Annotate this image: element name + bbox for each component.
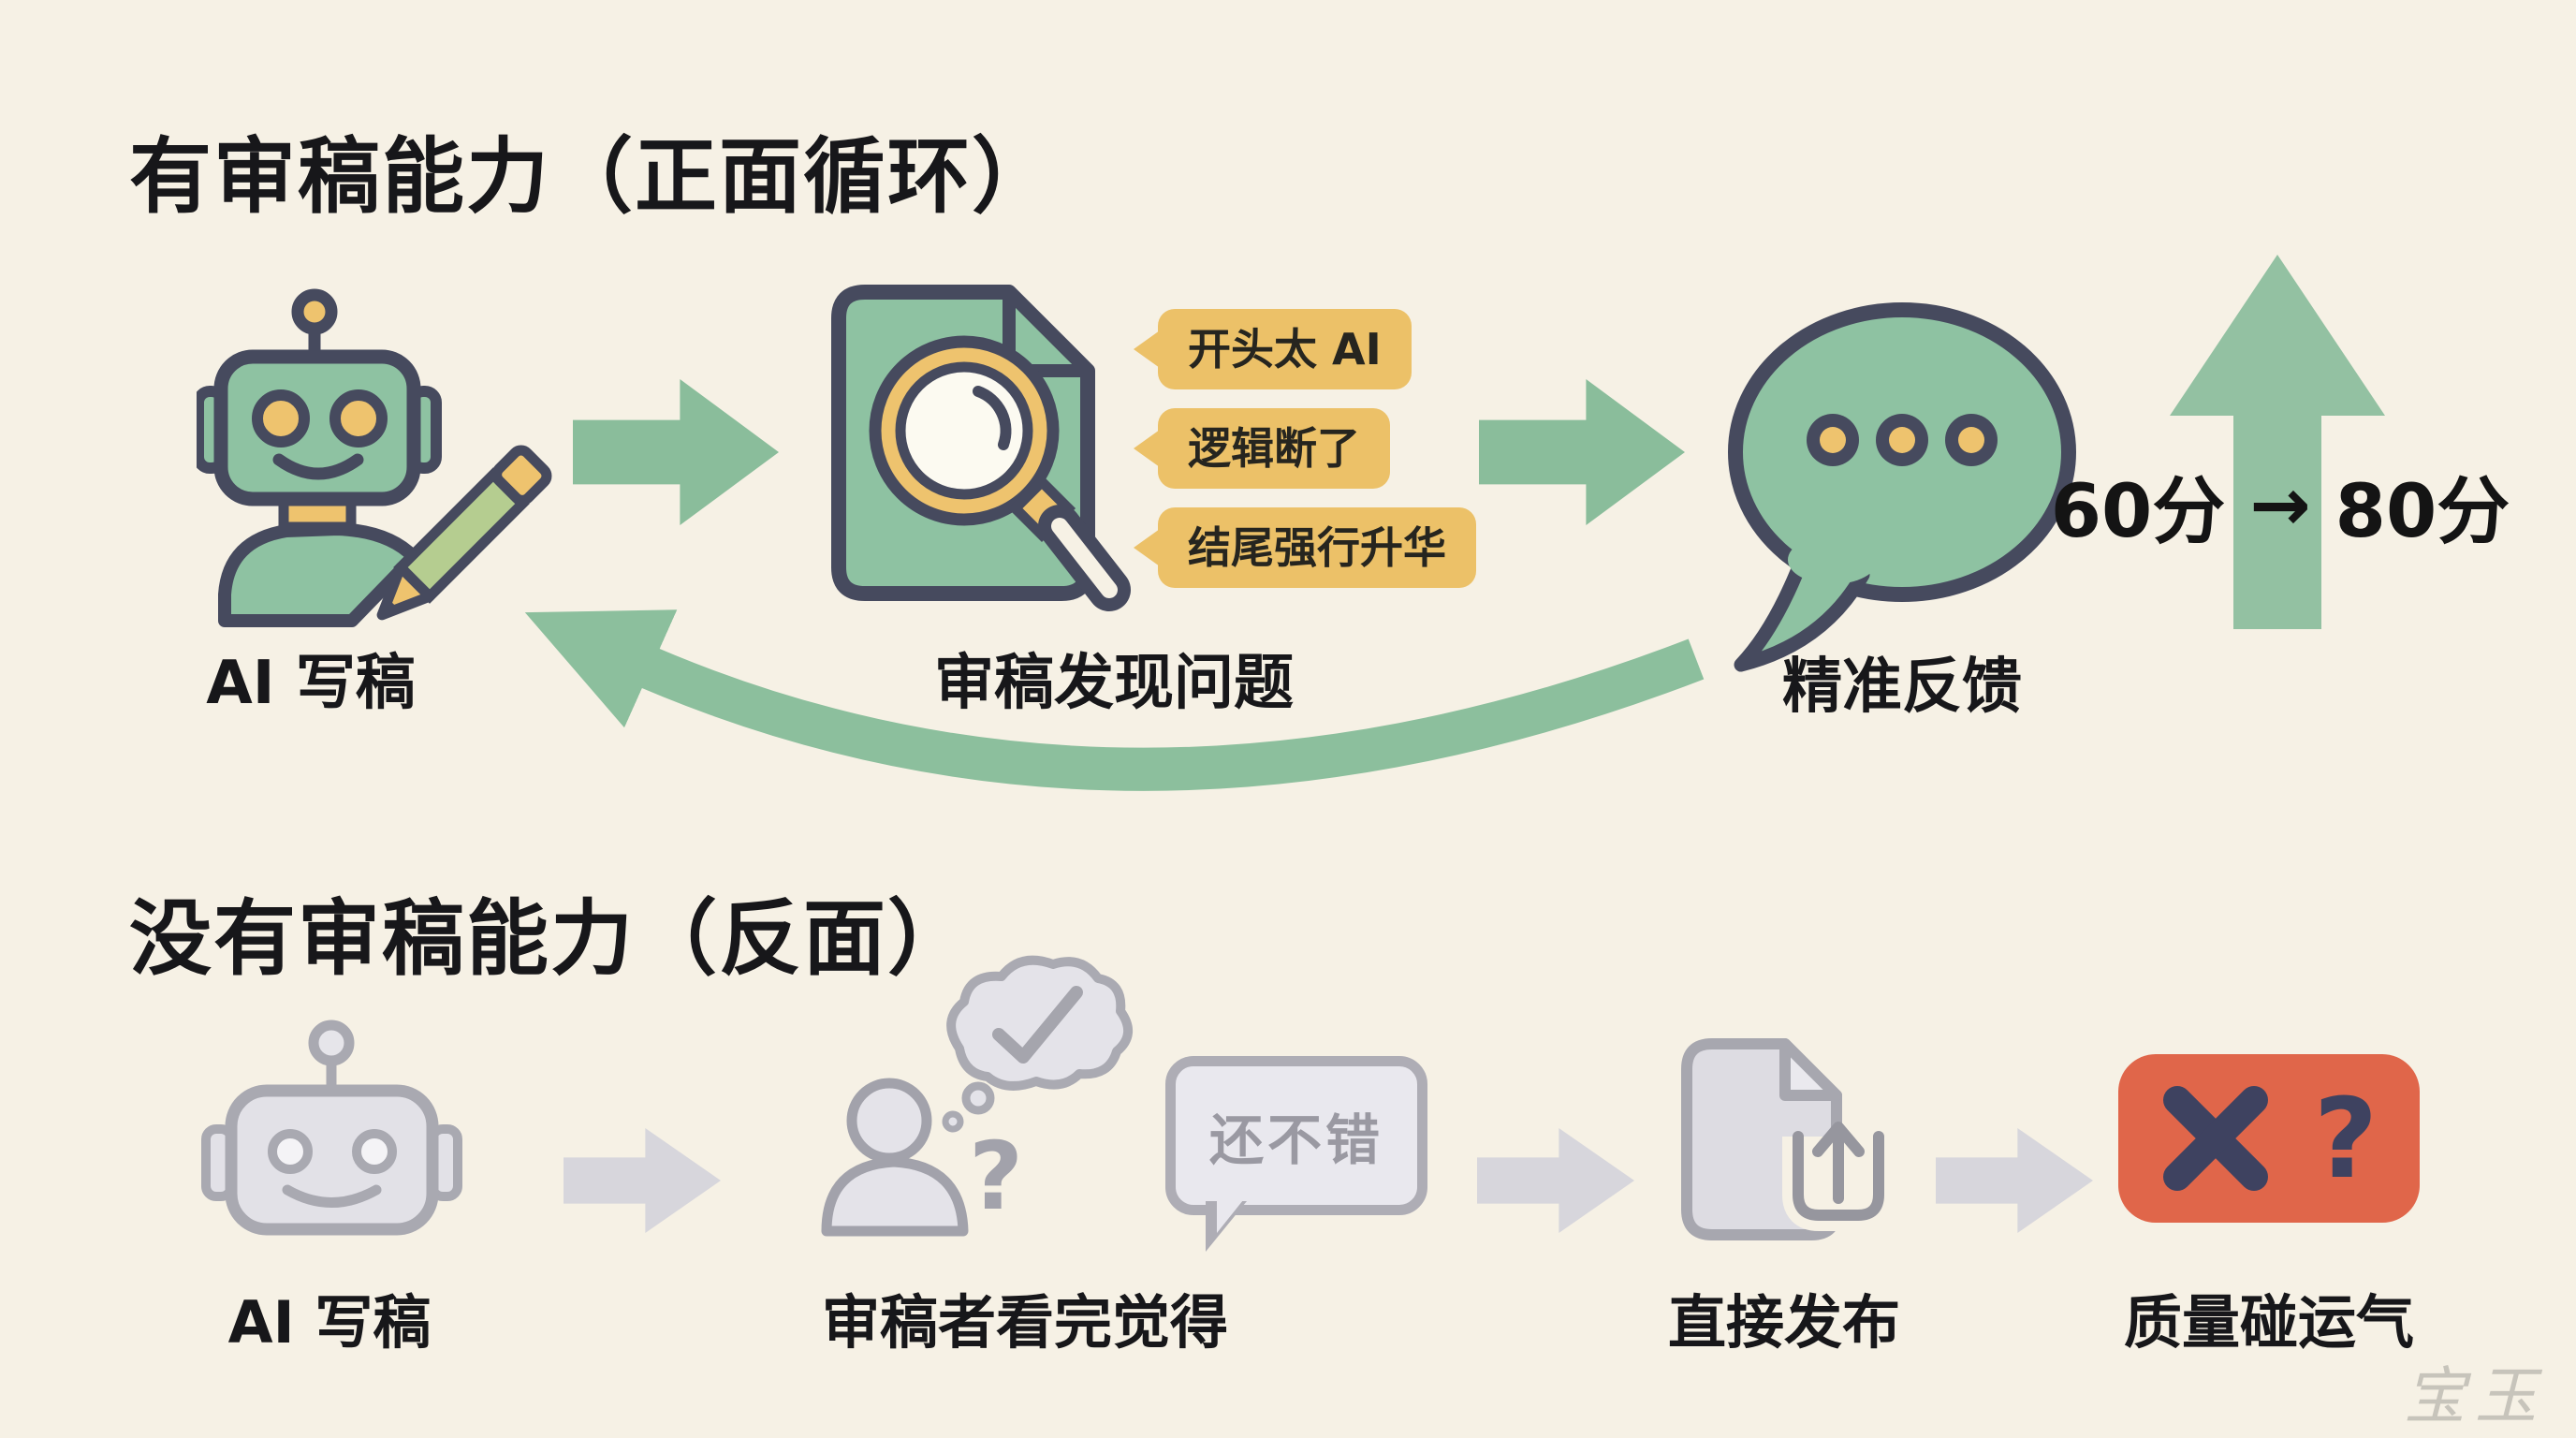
top-feedback-label: 精准反馈 bbox=[1782, 653, 2022, 722]
pencil-icon bbox=[376, 445, 552, 621]
top-review-label: 审稿发现问题 bbox=[934, 649, 1294, 718]
casual-remark-text: 还不错 bbox=[1208, 1108, 1383, 1172]
arrow-right-icon bbox=[1936, 1128, 2093, 1233]
watermark-signature: 宝玉 bbox=[2404, 1360, 2546, 1432]
casual-remark-bubble: 还不错 bbox=[1165, 1056, 1427, 1252]
review-document-icon bbox=[831, 285, 1131, 611]
top-write-label: AI 写稿 bbox=[206, 649, 416, 718]
score-arrow-glyph: → bbox=[2249, 463, 2311, 548]
cross-icon bbox=[2162, 1086, 2268, 1191]
publish-upload-icon bbox=[1681, 1038, 1895, 1240]
score-to: 80分 bbox=[2334, 470, 2510, 554]
score-change: 60分 → 80分 bbox=[2046, 453, 2514, 558]
bottom-section-title: 没有审稿能力（反面） bbox=[129, 890, 973, 987]
feedback-bubble-icon bbox=[1728, 302, 2076, 672]
issue-tag-1: 开头太 AI bbox=[1158, 309, 1412, 389]
question-mark-glyph: ? bbox=[969, 1122, 1024, 1231]
issue-tag-3: 结尾强行升华 bbox=[1158, 507, 1476, 588]
robot-writer-icon bbox=[197, 288, 552, 627]
loopback-arrow-icon bbox=[524, 609, 1705, 791]
score-up-arrow-icon bbox=[2170, 255, 2385, 629]
arrow-right-icon bbox=[564, 1128, 721, 1233]
arrow-right-icon bbox=[1477, 1128, 1634, 1233]
issue-tag-2: 逻辑断了 bbox=[1158, 408, 1390, 489]
bottom-quality-label: 质量碰运气 bbox=[2123, 1288, 2415, 1357]
arrow-right-icon bbox=[573, 379, 779, 525]
bottom-reviewer-label: 审稿者看完觉得 bbox=[821, 1288, 1229, 1357]
bottom-write-label: AI 写稿 bbox=[227, 1288, 432, 1357]
gray-robot-icon bbox=[201, 1020, 462, 1236]
reviewer-thinking-icon bbox=[821, 955, 1133, 1237]
bubble-tail bbox=[1217, 1196, 1247, 1233]
arrow-right-icon bbox=[1479, 379, 1685, 525]
issue-tag-list: 开头太 AI 逻辑断了 结尾强行升华 bbox=[1158, 309, 1476, 588]
bottom-publish-label: 直接发布 bbox=[1667, 1288, 1901, 1357]
quality-risk-box: ? bbox=[2118, 1054, 2420, 1223]
score-from: 60分 bbox=[2050, 470, 2226, 554]
risk-question-glyph: ? bbox=[2313, 1074, 2378, 1203]
top-section-title: 有审稿能力（正面循环） bbox=[129, 128, 1057, 225]
